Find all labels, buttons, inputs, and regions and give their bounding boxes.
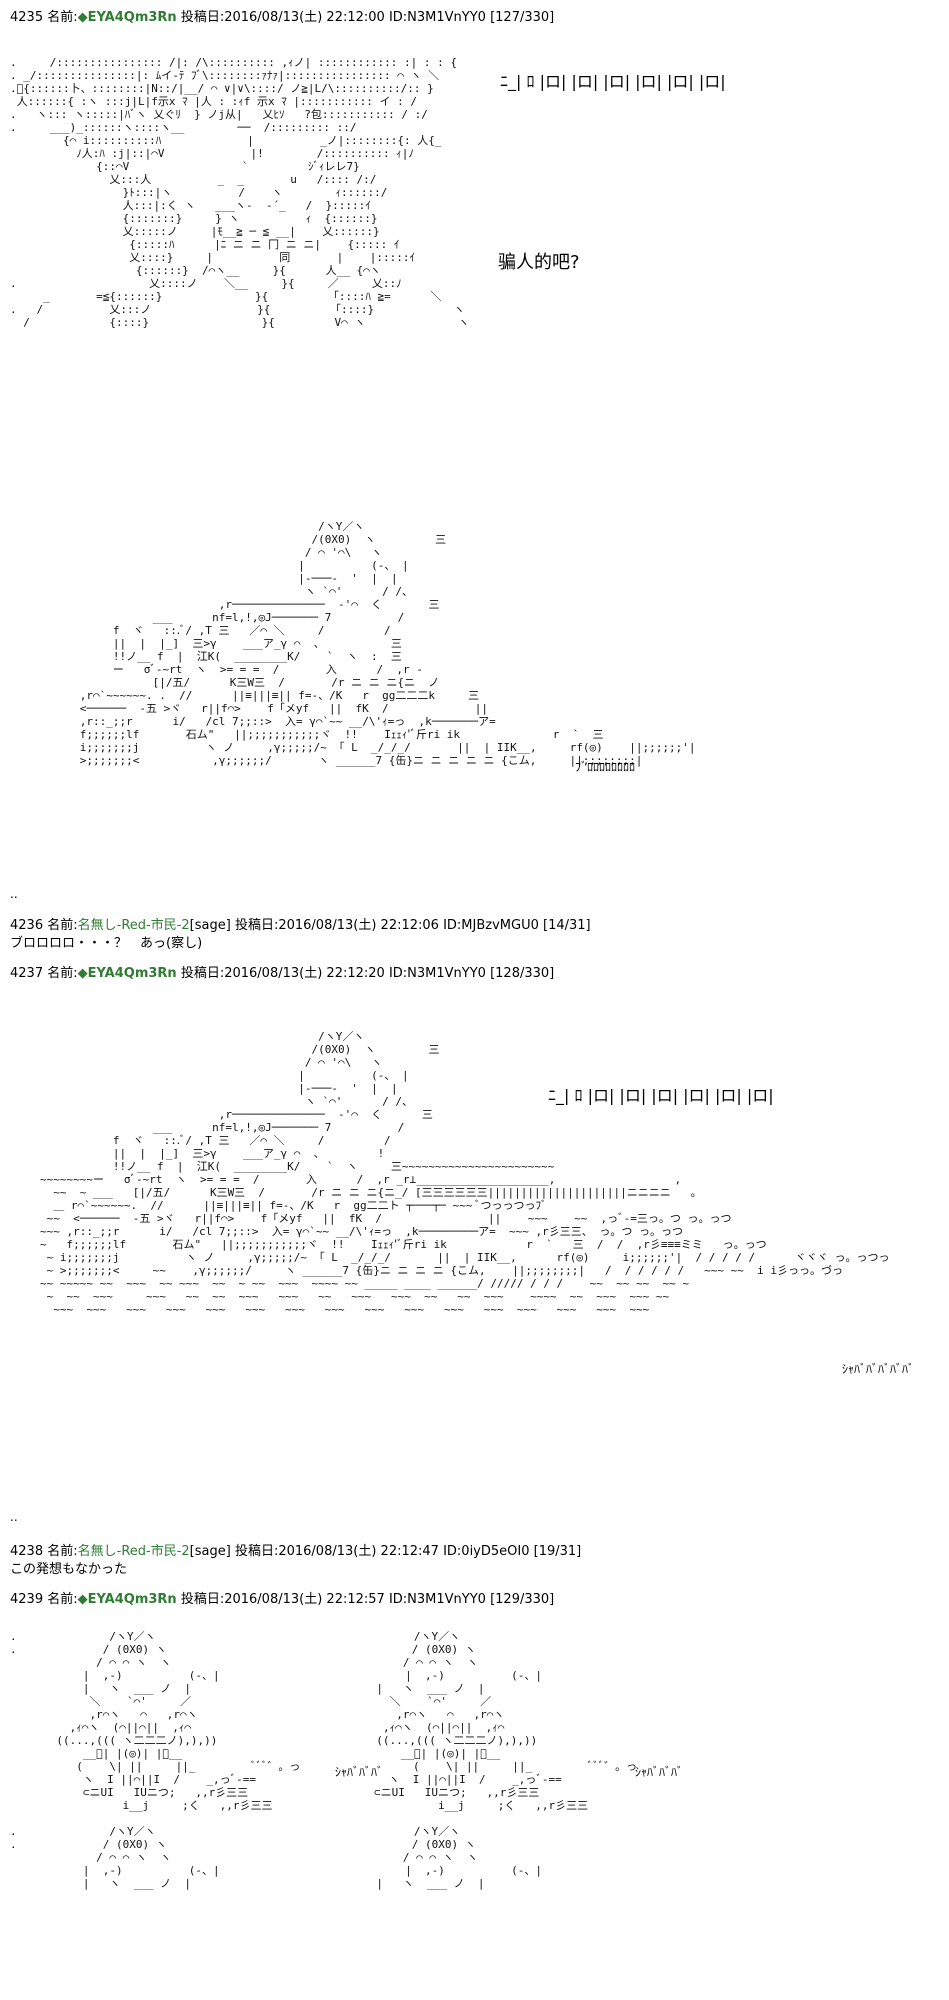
date-label: 投稿日:	[234, 1544, 279, 1559]
ascii-art-tank-water: /ヽY／ヽ /(0X0) ヽ 三 / ⌒ '⌒\ ヽ | (-、 |	[40, 1030, 890, 1316]
post-header-4238: 4238 名前:名無し-Red-市民-2[sage] 投稿日:2016/08/1…	[10, 1540, 581, 1559]
poster-id[interactable]: ID:N3M1VnYY0	[388, 966, 486, 981]
sfx-splash-right: ｼｬﾊﾞﾊﾞﾊﾞ	[635, 1765, 684, 1779]
date-label: 投稿日:	[180, 1592, 225, 1607]
date-label: 投稿日:	[180, 10, 225, 25]
post-date: 2016/08/13(土) 22:12:06	[278, 918, 439, 933]
poster-id[interactable]: ID:MJBzvMGU0	[443, 918, 539, 933]
name-label: 名前:	[47, 1592, 78, 1607]
post-count: [14/31]	[543, 918, 591, 933]
date-label: 投稿日:	[234, 918, 279, 933]
post-body-4238: この発想もなかった	[10, 1562, 128, 1577]
post-number[interactable]: 4239	[10, 1592, 44, 1607]
sfx-splash: ｼｬﾊﾞﾊﾞﾊﾞﾊﾞﾊﾞ	[842, 1362, 915, 1376]
post-date: 2016/08/13(土) 22:12:20	[224, 966, 385, 981]
ascii-art-tank: /ヽY／ヽ /(0X0) ヽ 三 / ⌒ '⌒\ ヽ | (-、 |	[79, 520, 696, 767]
poster-name: 名無し-Red-市民-2	[77, 918, 190, 933]
name-label: 名前:	[47, 1544, 78, 1559]
post-count: [129/330]	[490, 1592, 555, 1607]
sage-tag: [sage]	[189, 1544, 231, 1559]
post-header-4236: 4236 名前:名無し-Red-市民-2[sage] 投稿日:2016/08/1…	[10, 914, 591, 933]
post-header-4235: 4235 名前:◆EYA4Qm3Rn 投稿日:2016/08/13(土) 22:…	[10, 6, 554, 25]
post-number[interactable]: 4235	[10, 10, 44, 25]
caption-deceive: 骗人的吧?	[498, 252, 580, 273]
poster-trip: ◆EYA4Qm3Rn	[77, 10, 177, 25]
poster-id[interactable]: ID:0iyD5eOI0	[443, 1544, 530, 1559]
post-header-4237: 4237 名前:◆EYA4Qm3Rn 投稿日:2016/08/13(土) 22:…	[10, 962, 554, 981]
name-label: 名前:	[47, 966, 78, 981]
post-count: [128/330]	[490, 966, 555, 981]
post-header-4239: 4239 名前:◆EYA4Qm3Rn 投稿日:2016/08/13(土) 22:…	[10, 1588, 554, 1607]
post-date: 2016/08/13(土) 22:12:57	[224, 1592, 385, 1607]
poster-id[interactable]: ID:N3M1VnYY0	[388, 10, 486, 25]
name-label: 名前:	[47, 918, 78, 933]
ascii-art-twins: . /ヽY／ヽ /ヽY／ヽ . / (0X0) ヽ / (0X0) ヽ / ⌒ …	[10, 1630, 638, 1890]
post-count: [127/330]	[490, 10, 555, 25]
sage-tag: [sage]	[189, 918, 231, 933]
knock-sound-text-2: ﾆ_| ﾛ |ロ| |ロ| |ロ| |ロ| |ロ| |ロ|	[548, 1086, 774, 1105]
separator-dots-2: ..	[10, 1510, 18, 1524]
separator-dots: ..	[10, 887, 18, 901]
post-date: 2016/08/13(土) 22:12:47	[278, 1544, 439, 1559]
post-body-4236: ブロロロロ・・・？ あっ(察し)	[10, 936, 203, 951]
poster-trip: ◆EYA4Qm3Rn	[77, 966, 177, 981]
ascii-art-girl: . /:::::::::::::::: /|: /\:::::::::: ,ｨノ…	[10, 56, 470, 329]
sfx-splash-left: ｼｬﾊﾞﾊﾞﾊﾞ	[335, 1765, 384, 1779]
poster-name: 名無し-Red-市民-2	[77, 1544, 190, 1559]
name-label: 名前:	[47, 10, 78, 25]
date-label: 投稿日:	[180, 966, 225, 981]
poster-id[interactable]: ID:N3M1VnYY0	[388, 1592, 486, 1607]
sfx-engine: ﾌﾞﾛﾛﾛﾛﾛﾛﾛﾛ	[575, 760, 636, 774]
post-date: 2016/08/13(土) 22:12:00	[224, 10, 385, 25]
post-number[interactable]: 4236	[10, 918, 44, 933]
post-number[interactable]: 4237	[10, 966, 44, 981]
knock-sound-text: ﾆ_| ﾛ |ロ| |ロ| |ロ| |ロ| |ロ| |ロ|	[500, 72, 726, 91]
post-number[interactable]: 4238	[10, 1544, 44, 1559]
post-count: [19/31]	[533, 1544, 582, 1559]
poster-trip: ◆EYA4Qm3Rn	[77, 1592, 177, 1607]
